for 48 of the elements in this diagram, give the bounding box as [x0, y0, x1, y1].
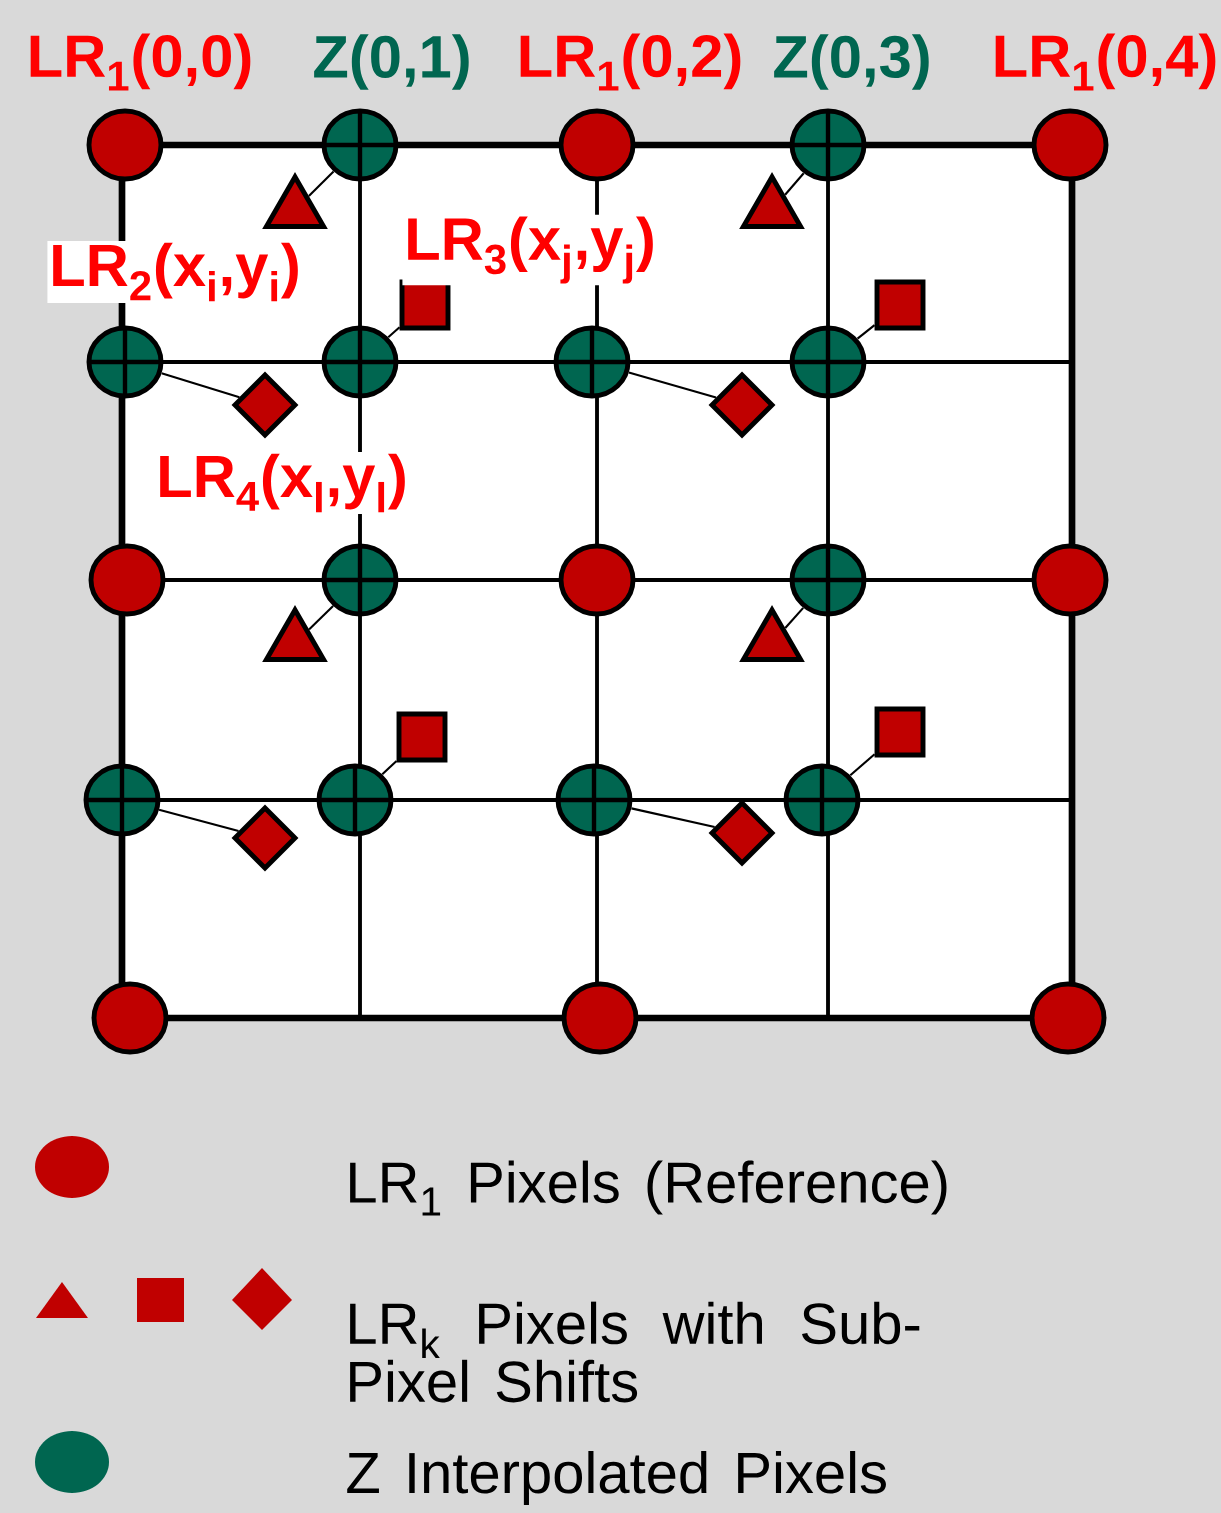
marker-circle: [555, 763, 633, 837]
connector-line: [308, 605, 334, 631]
pixel-label: LR$_{4}$(x$_{l}$,y$_{l}$): [154, 452, 410, 515]
square-marker: [874, 279, 926, 331]
connector-line: [784, 607, 804, 629]
marker-circle: [561, 981, 639, 1055]
connector-line: [158, 808, 239, 832]
marker-circle: [789, 543, 867, 617]
marker-circle: [783, 763, 861, 837]
marker-circle: [316, 763, 394, 837]
square-marker: [396, 711, 448, 763]
connector-line: [387, 326, 401, 339]
pixel-label: LR$_{1}$(0,4): [995, 33, 1216, 91]
marker-circle: [1029, 981, 1107, 1055]
connector-line: [308, 170, 335, 197]
connector-line: [856, 324, 876, 340]
marker-circle: [1031, 108, 1109, 182]
connector-line: [628, 371, 717, 399]
marker-circle: [88, 543, 166, 617]
connector-line: [631, 807, 715, 828]
connector-line: [381, 760, 398, 776]
marker-circle: [86, 325, 164, 399]
marker-circle: [558, 543, 636, 617]
square-marker: [399, 279, 451, 331]
marker-circle: [1031, 543, 1109, 617]
marker-circle: [321, 108, 399, 182]
pixel-label: LR$_{2}$(x$_{i}$,y$_{i}$): [47, 240, 303, 304]
marker-circle: [86, 108, 164, 182]
marker-circle: [321, 325, 399, 399]
marker-circle: [789, 325, 867, 399]
square-marker: [874, 706, 926, 758]
marker-circle: [83, 763, 161, 837]
pixel-label: LR$_{3}$(x$_{j}$,y$_{j}$): [402, 214, 658, 286]
marker-circle: [321, 543, 399, 617]
marker-circle: [558, 108, 636, 182]
connector-line: [849, 753, 876, 777]
marker-circle: [91, 981, 169, 1055]
pixel-label: Z(0,3): [774, 34, 929, 90]
pixel-label: Z(0,1): [314, 34, 469, 90]
pixel-label: LR$_{1}$(0,0): [30, 33, 251, 91]
legend-text: LR$_{1}$ Pixels (Reference): [350, 1160, 947, 1216]
legend-text: LR$_{k}$ Pixels with Sub-Pixel Shifts: [350, 1301, 920, 1403]
legend-text: Z Interpolated Pixels: [347, 1451, 886, 1506]
connector-line: [161, 372, 240, 399]
marker-circle: [789, 108, 867, 182]
marker-circle: [553, 325, 631, 399]
pixel-label: LR$_{1}$(0,2): [520, 33, 741, 91]
connector-line: [784, 172, 805, 196]
